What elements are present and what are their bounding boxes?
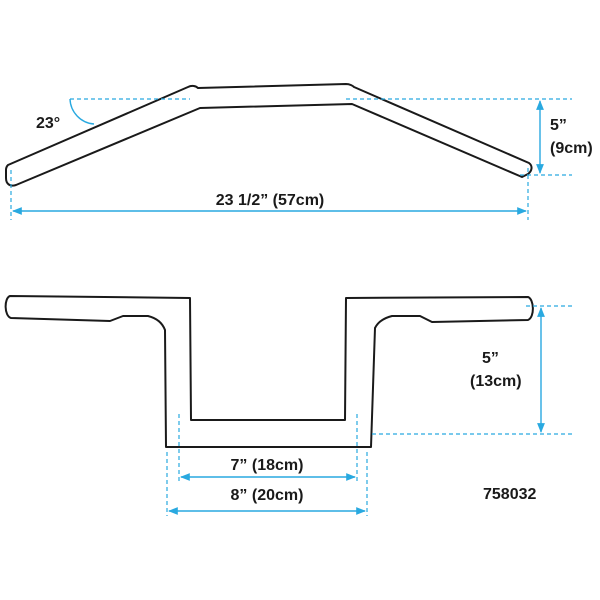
outer-width-label: 8” (20cm) xyxy=(231,487,304,504)
front-rise-label-line2: (13cm) xyxy=(470,373,522,390)
inner-width-label: 7” (18cm) xyxy=(231,457,304,474)
front-rise-label-line1: 5” xyxy=(482,350,499,367)
top-view: 23° 5” (9cm) 23 1/2” (57cm) xyxy=(5,83,593,220)
handlebar-front-outline xyxy=(4,295,534,448)
front-view: 5” (13cm) 7” (18cm) 8” (20cm) xyxy=(4,295,572,516)
angle-label: 23° xyxy=(36,115,60,132)
angle-arc xyxy=(69,98,95,125)
handlebar-top-outline xyxy=(5,83,533,187)
part-number: 758032 xyxy=(483,486,536,503)
overall-width-label: 23 1/2” (57cm) xyxy=(216,192,325,209)
top-rise-label-line1: 5” xyxy=(550,117,567,134)
top-rise-label-line2: (9cm) xyxy=(550,140,593,157)
